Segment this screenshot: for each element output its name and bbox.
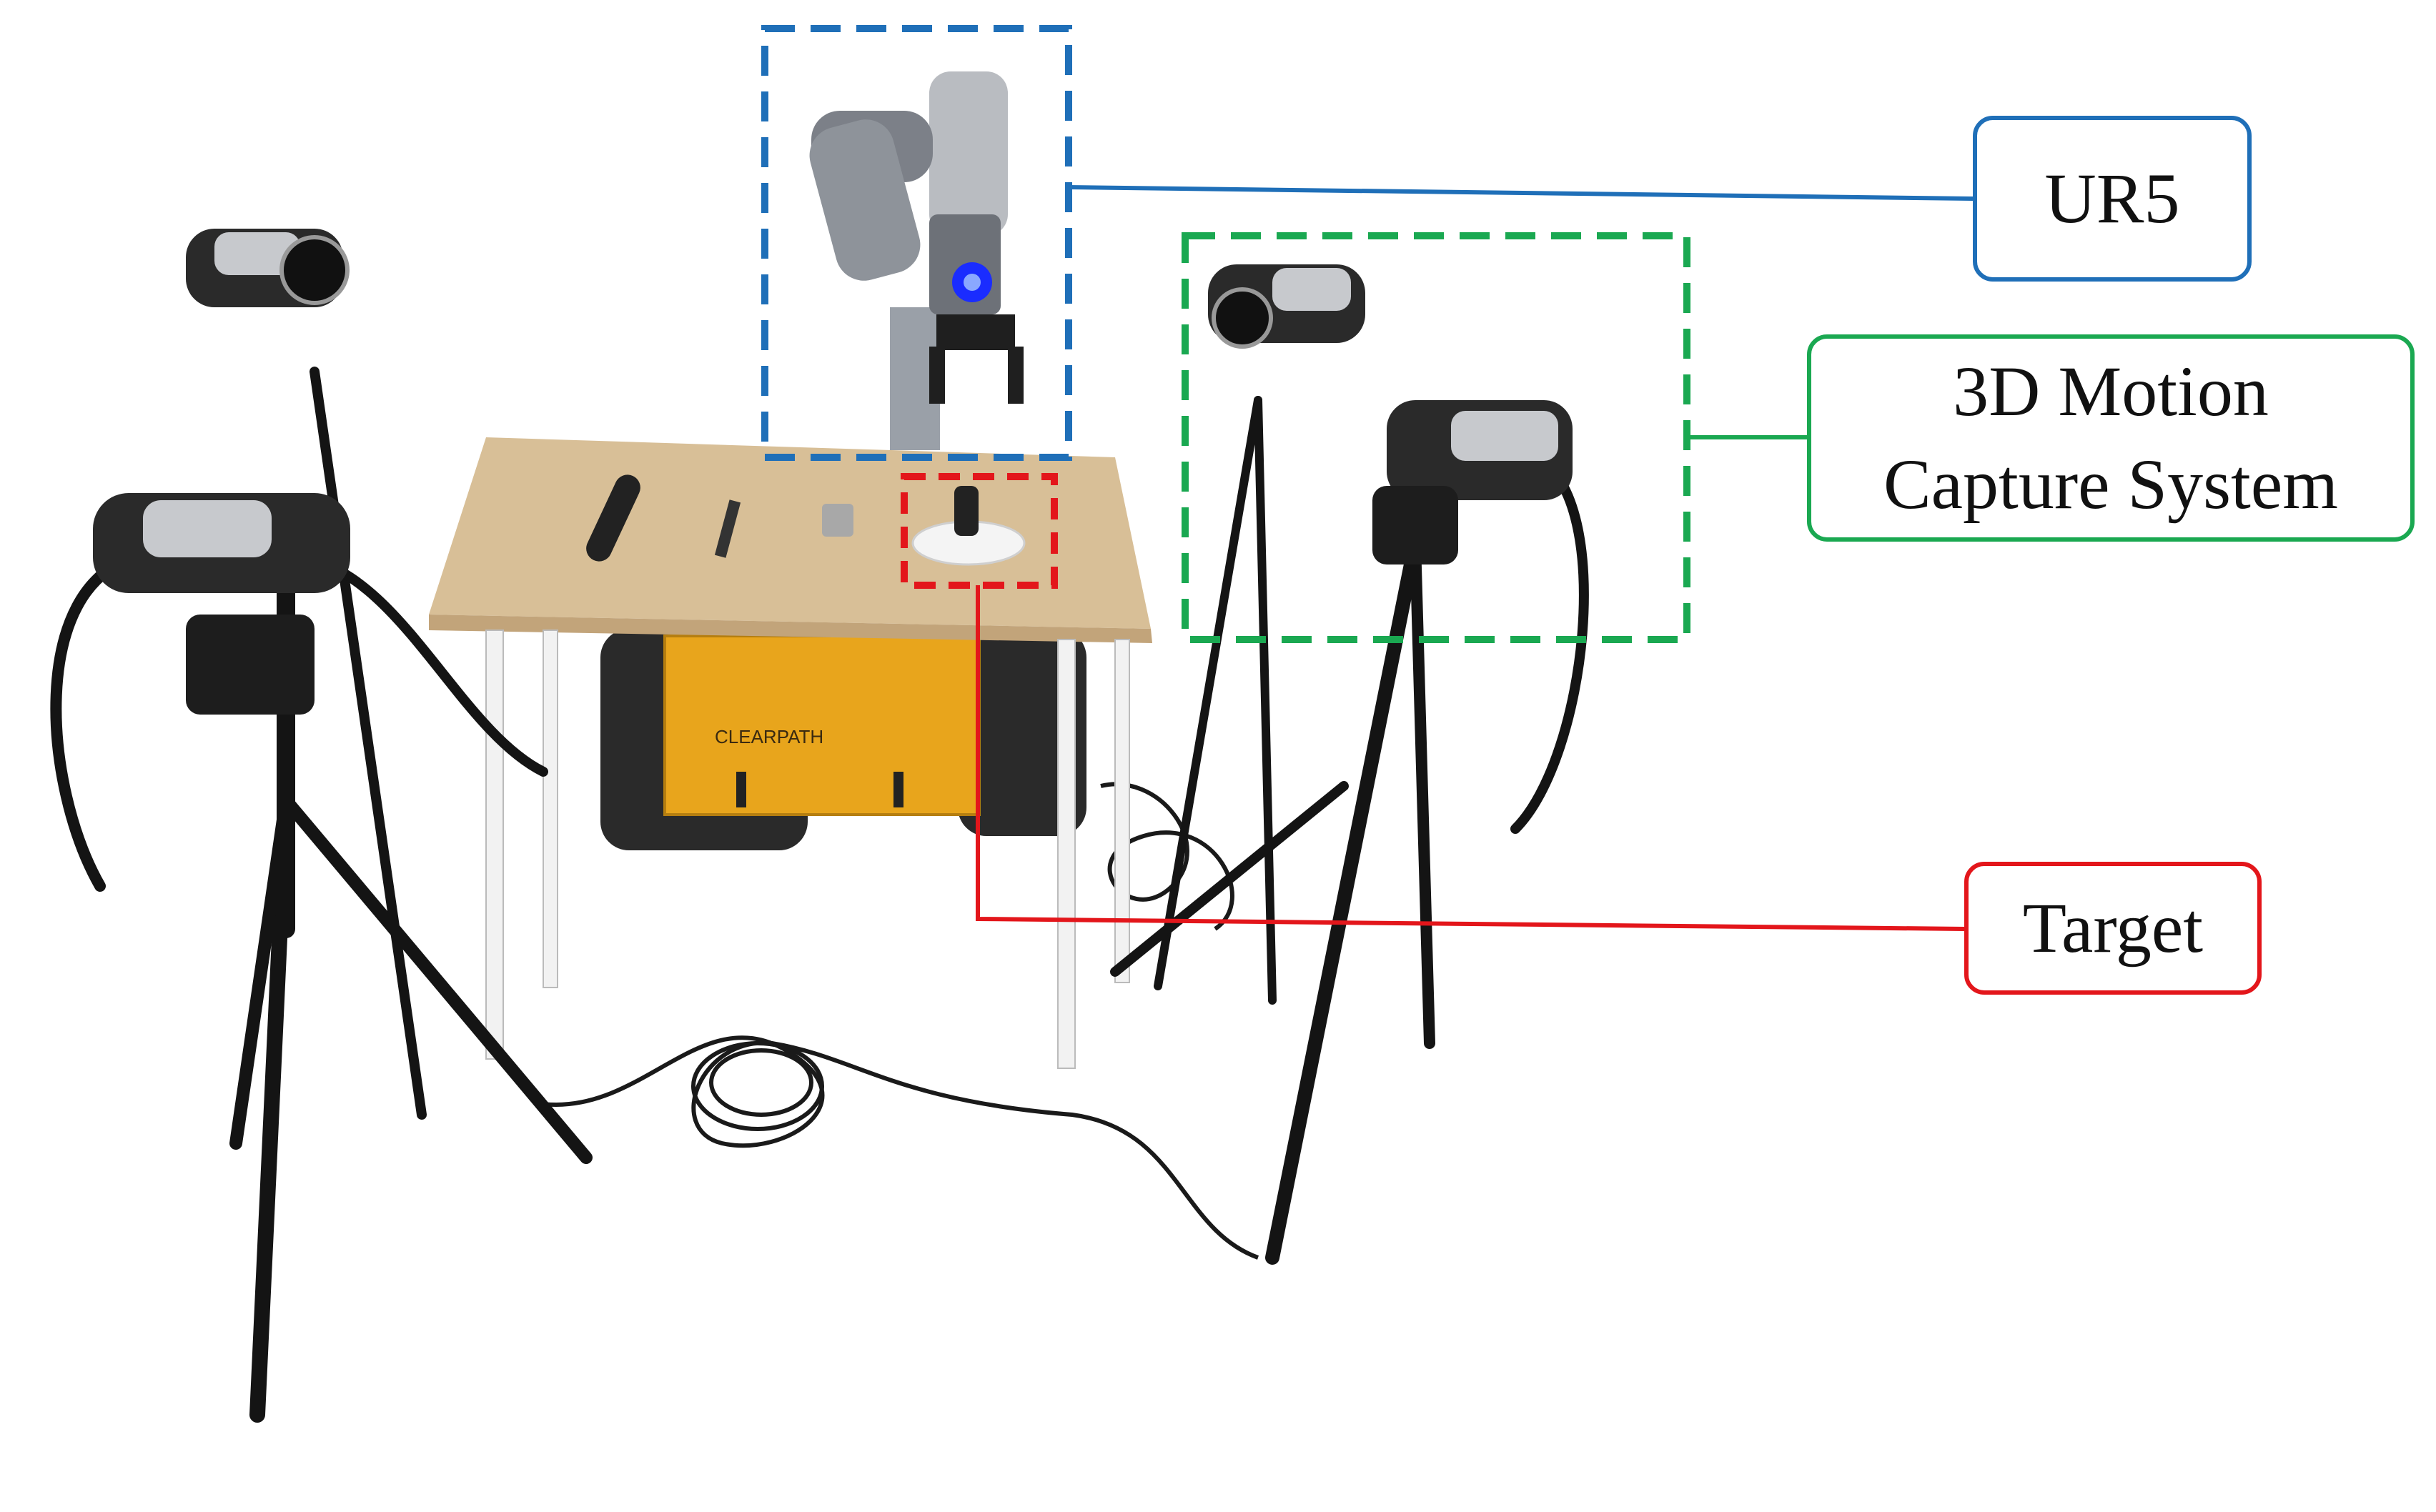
target-highlight-box (901, 473, 1058, 589)
right-cameras (1208, 264, 1573, 564)
target-label: Target (1964, 862, 2262, 995)
table (429, 437, 1152, 1069)
right-camera-tripods (1110, 396, 1589, 1265)
clearpath-logo-text: CLEARPATH (715, 726, 823, 747)
target-leader-line (976, 585, 1965, 931)
motion-capture-label: 3D Motion Capture System (1807, 334, 2415, 542)
ur5-label: UR5 (1973, 116, 2252, 282)
mobile-base: CLEARPATH (600, 629, 1086, 850)
motion-capture-label-text: 3D Motion Capture System (1883, 352, 2339, 524)
robot-arm (809, 71, 1024, 450)
left-camera-tripods (50, 367, 593, 1423)
ur5-label-text: UR5 (2044, 159, 2180, 238)
ur5-leader-line (1068, 185, 1974, 201)
target-label-text: Target (2022, 888, 2204, 968)
left-cameras (93, 229, 350, 715)
ur5-highlight-box (761, 25, 1072, 461)
floor-cables (543, 782, 1259, 1260)
